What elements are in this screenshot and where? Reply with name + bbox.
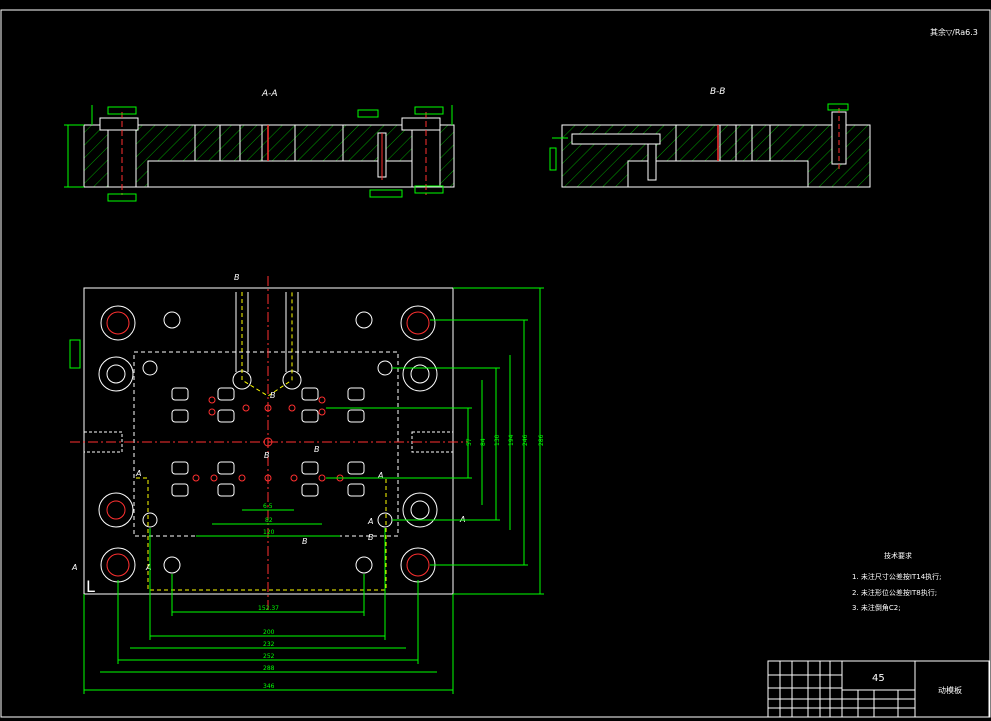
dim-v-246: 246 [522, 434, 529, 446]
tech-req-item-1: 1. 未注尺寸公差按IT14执行; [852, 572, 942, 581]
cut-label-a-right: A [377, 471, 383, 480]
tech-req-title: 技术要求 [884, 551, 912, 560]
section-a-cut-line [136, 477, 396, 591]
section-bb-title: B-B [710, 87, 725, 97]
title-block-part-name: 动模板 [938, 685, 962, 695]
dim-h-288: 288 [263, 665, 275, 672]
section-aa-bushing-right [401, 117, 441, 131]
cut-label-b-right: B [314, 445, 320, 454]
section-aa-title: A-A [261, 89, 278, 99]
dim-h-82: 82 [265, 517, 273, 524]
section-aa-bushing-left [99, 117, 139, 131]
cut-label-b-top: B [234, 273, 240, 282]
vertical-dimensions [326, 287, 544, 595]
tech-req-item-3: 3. 未注倒角C2; [852, 603, 901, 612]
dim-v-286: 286 [538, 434, 545, 446]
cut-label-a-left: A [135, 469, 141, 478]
dim-h-6-5: 6.5 [263, 503, 273, 510]
tech-req-item-2: 2. 未注形位公差按IT8执行; [852, 588, 937, 597]
title-block-material: 45 [872, 673, 885, 684]
dim-v-194: 194 [508, 434, 515, 446]
dim-h-252: 252 [263, 653, 275, 660]
corner-mark: L [86, 577, 95, 596]
title-block [767, 660, 990, 718]
section-bb-view: B-B [549, 87, 871, 188]
cut-label-a-inner: A [367, 517, 373, 526]
cut-label-b-bottom: B [302, 537, 308, 546]
section-aa-view: A-A [64, 89, 455, 202]
cut-label-b-mid: B [270, 391, 276, 400]
drawing-frame [0, 9, 991, 718]
section-aa-pocket [147, 160, 415, 188]
dim-v-130: 130 [494, 434, 501, 446]
dim-h-152: 152.37 [258, 605, 279, 612]
section-bb-pocket [627, 160, 809, 188]
technical-requirements: 技术要求 1. 未注尺寸公差按IT14执行; 2. 未注形位公差按IT8执行; … [852, 551, 942, 612]
section-b-cut-line [241, 292, 293, 397]
dim-h-120: 120 [263, 529, 275, 536]
plan-view: B B B B B B A A A A A A L [69, 273, 468, 610]
horizontal-dimensions [83, 509, 454, 694]
dim-h-232: 232 [263, 641, 275, 648]
dim-h-346: 346 [263, 683, 275, 690]
roughness-note: 其余▽/Ra6.3 [930, 27, 978, 37]
cut-label-b-lower: B [264, 451, 270, 460]
section-bb-cooling-channel [571, 133, 661, 145]
cut-label-a-edge-left: A [71, 563, 77, 572]
dim-v-84: 84 [480, 438, 487, 446]
dim-h-200: 200 [263, 629, 275, 636]
dim-v-57: 57 [466, 438, 473, 446]
cut-label-a-bottom: A [145, 563, 151, 572]
cut-label-b-corner: B [368, 533, 374, 542]
